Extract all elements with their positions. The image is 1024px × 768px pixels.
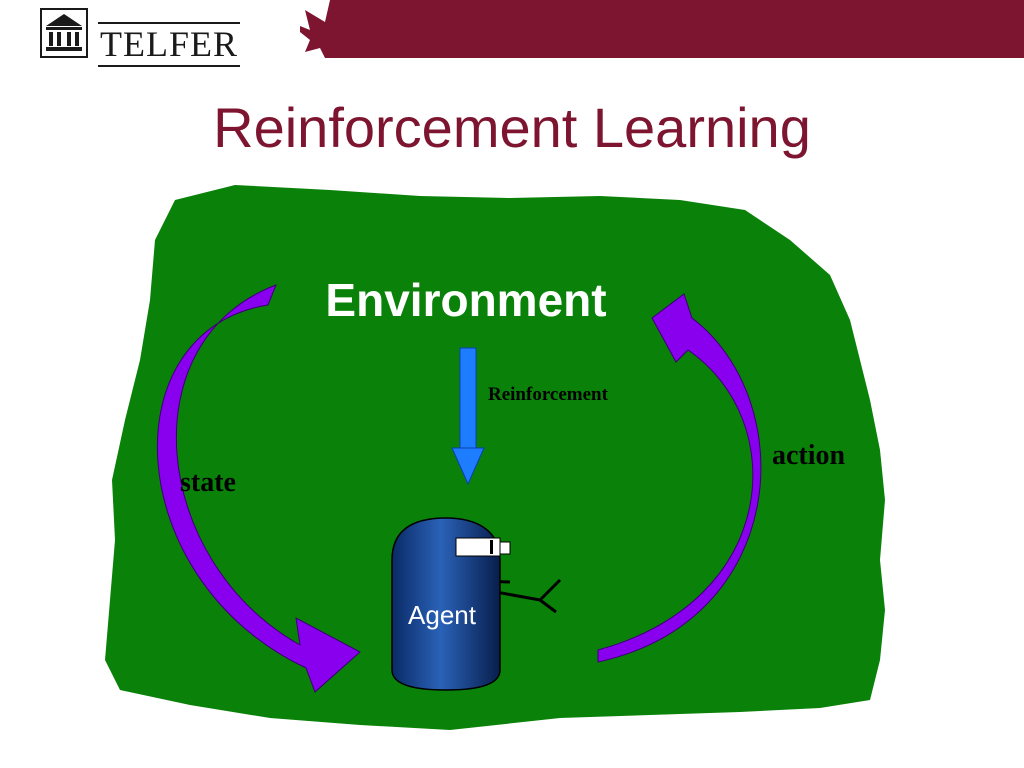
agent-robot: Agent: [391, 517, 562, 691]
university-building-icon: [40, 8, 88, 58]
telfer-logo: TELFER: [40, 8, 250, 67]
agent-body: [391, 517, 501, 691]
slide-title: Reinforcement Learning: [213, 96, 811, 159]
brand-name: TELFER: [98, 22, 240, 67]
reinforcement-label: Reinforcement: [488, 384, 609, 405]
action-arrow: [597, 293, 762, 663]
maple-leaf-icon: [300, 0, 360, 58]
agent-label: Agent: [408, 600, 477, 630]
header-band: [300, 0, 1024, 58]
state-label: state: [180, 467, 236, 498]
reinforcement-arrow: [451, 347, 485, 486]
action-label: action: [772, 440, 846, 471]
agent-display: [455, 537, 501, 557]
state-arrow: [156, 284, 361, 693]
environment-label: Environment: [325, 274, 606, 326]
